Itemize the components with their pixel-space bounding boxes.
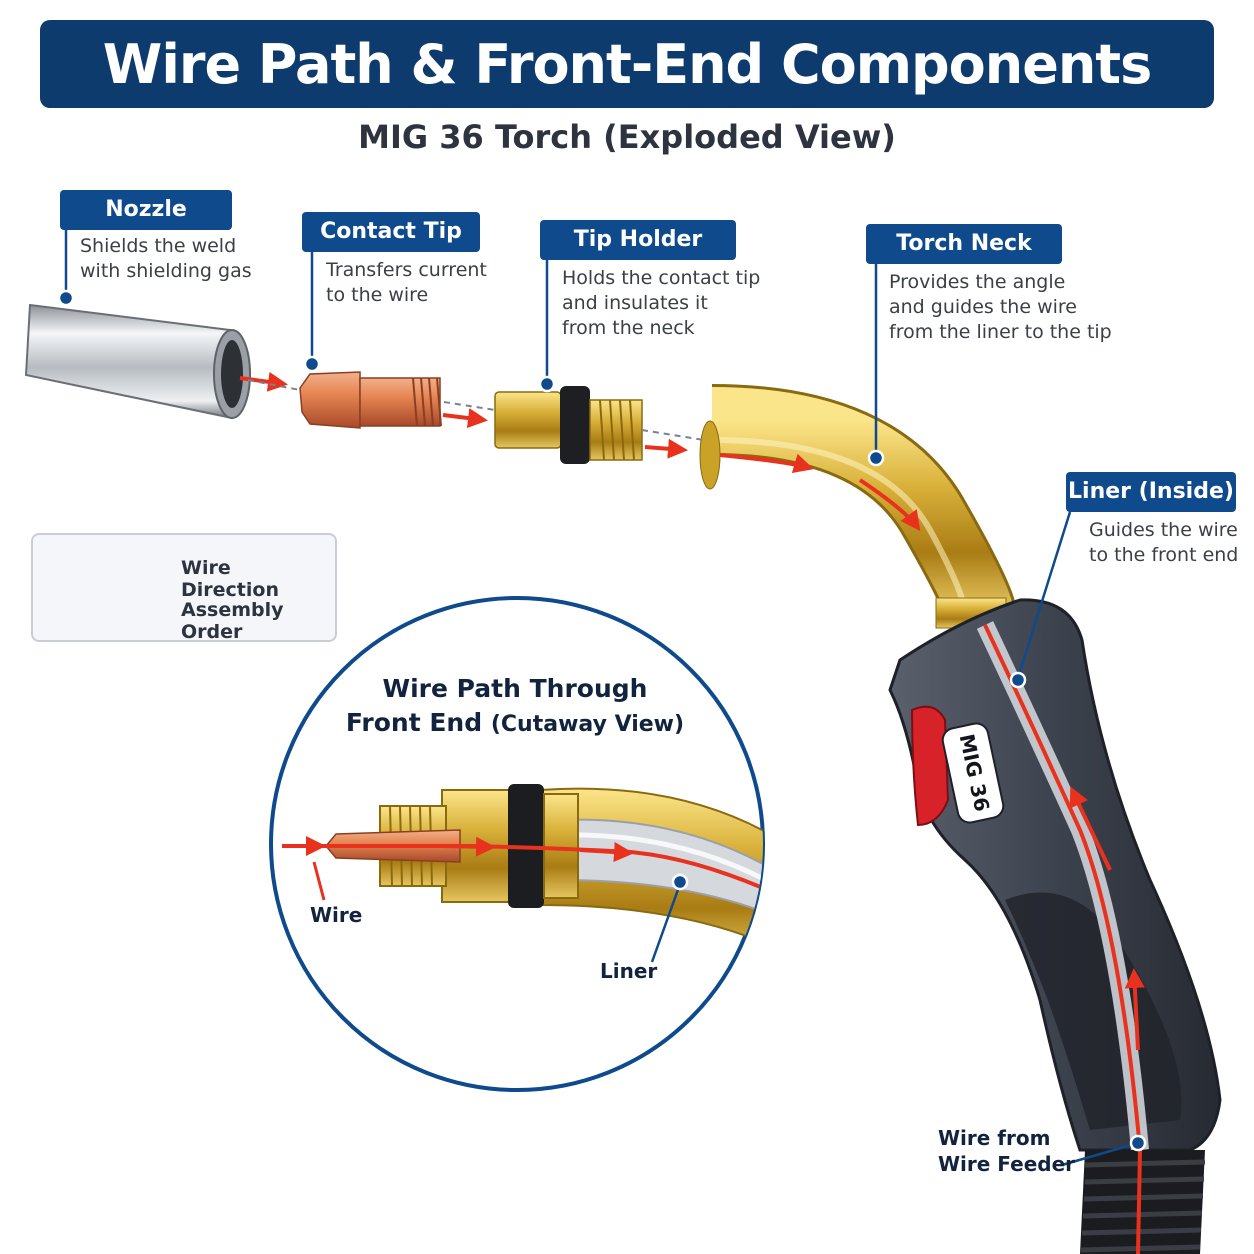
desc-tip-holder: Holds the contact tip and insulates it f… [562,267,761,339]
tip-holder-part [494,386,643,464]
contact-tip-part [299,371,442,429]
cutaway-title-suffix: (Cutaway View) [490,712,685,737]
cutaway-wire-label: Wire [310,903,363,927]
label-torch-neck: Torch Neck [866,224,1062,264]
desc-contact-tip: Transfers current to the wire [326,259,487,306]
assembly-order-lines [247,379,705,441]
wire-direction-arrows [239,371,1145,1051]
feeder-label-line1: Wire from [938,1126,1051,1150]
desc-torch-neck: Provides the angle and guides the wire f… [889,271,1112,343]
legend-wire-direction: Wire Direction [181,557,279,601]
leader-lines [64,228,1139,1167]
cutaway-title-line2: Front End [345,708,483,737]
label-liner: Liner (Inside) [1066,472,1236,512]
handle-part: MIG 36 [888,598,1222,1152]
label-nozzle: Nozzle [60,190,232,230]
page-title: Wire Path & Front-End Components [102,32,1152,96]
cutaway-title: Wire Path Through Front End (Cutaway Vie… [330,672,700,742]
legend: Wire Direction Assembly Order [31,533,337,643]
feeder-cable [1080,1149,1206,1254]
title-banner: Wire Path & Front-End Components [40,20,1214,108]
label-contact-tip: Contact Tip [302,212,480,252]
nozzle-part [24,303,251,420]
feeder-label: Wire from Wire Feeder [938,1125,1075,1177]
desc-nozzle: Shields the weld with shielding gas [80,235,252,282]
cutaway-liner-label: Liner [600,959,658,983]
page-subtitle: MIG 36 Torch (Exploded View) [358,118,896,156]
cutaway-title-line1: Wire Path Through [382,674,648,703]
cutaway-view [269,596,765,1092]
label-tip-holder: Tip Holder [540,220,736,260]
leader-dots [57,289,1147,1152]
desc-liner: Guides the wire to the front end [1089,519,1239,566]
torch-neck-part [699,384,1015,629]
feeder-label-line2: Wire Feeder [938,1152,1076,1176]
legend-assembly-order: Assembly Order [181,599,284,643]
